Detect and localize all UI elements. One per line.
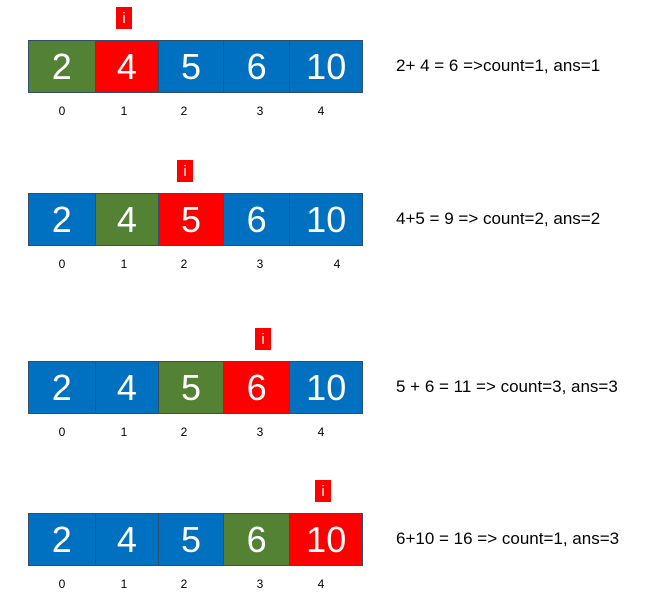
- array-cell-4: 10: [290, 362, 362, 413]
- equation-text: 4+5 = 9 => count=2, ans=2: [396, 209, 601, 228]
- array-cell-0: 2: [29, 41, 96, 92]
- index-label-1: 1: [120, 257, 128, 271]
- index-label-1: 1: [120, 425, 128, 439]
- index-label-0: 0: [58, 257, 66, 271]
- array-cell-1: 4: [95, 362, 160, 413]
- pointer-marker: i: [255, 328, 271, 350]
- equation-text: 5 + 6 = 11 => count=3, ans=3: [396, 377, 618, 396]
- equation-text: 2+ 4 = 6 =>count=1, ans=1: [396, 56, 601, 75]
- array-cell-3: 6: [223, 362, 291, 413]
- index-label-1: 1: [120, 104, 128, 118]
- index-label-0: 0: [58, 425, 66, 439]
- index-label-4: 4: [333, 257, 341, 271]
- array-cell-0: 2: [29, 362, 96, 413]
- array-cell-1: 4: [95, 514, 160, 565]
- index-label-2: 2: [180, 577, 188, 591]
- array-cell-0: 2: [29, 514, 96, 565]
- array-cell-1: 4: [95, 41, 160, 92]
- array-cell-4: 10: [290, 514, 362, 565]
- array-cell-4: 10: [290, 41, 362, 92]
- array-cell-2: 5: [159, 362, 224, 413]
- pointer-marker: i: [116, 7, 132, 29]
- array-cell-0: 2: [29, 194, 96, 245]
- array-cell-4: 10: [290, 194, 362, 245]
- index-label-4: 4: [317, 104, 325, 118]
- array-cell-2: 5: [159, 41, 224, 92]
- index-label-3: 3: [256, 425, 264, 439]
- index-label-4: 4: [317, 577, 325, 591]
- index-label-3: 3: [256, 257, 264, 271]
- array-cell-3: 6: [223, 41, 291, 92]
- index-label-3: 3: [256, 577, 264, 591]
- index-label-2: 2: [180, 257, 188, 271]
- array-cell-2: 5: [159, 514, 224, 565]
- index-label-0: 0: [58, 104, 66, 118]
- pointer-marker: i: [177, 160, 193, 182]
- pointer-marker: i: [315, 480, 331, 502]
- index-label-3: 3: [256, 104, 264, 118]
- equation-text: 6+10 = 16 => count=1, ans=3: [396, 529, 620, 548]
- array-cell-2: 5: [159, 194, 224, 245]
- index-label-0: 0: [58, 577, 66, 591]
- index-label-1: 1: [120, 577, 128, 591]
- index-label-4: 4: [317, 425, 325, 439]
- index-label-2: 2: [180, 425, 188, 439]
- array-cell-3: 6: [223, 194, 291, 245]
- index-label-2: 2: [180, 104, 188, 118]
- array-cell-1: 4: [95, 194, 160, 245]
- array-cell-3: 6: [223, 514, 291, 565]
